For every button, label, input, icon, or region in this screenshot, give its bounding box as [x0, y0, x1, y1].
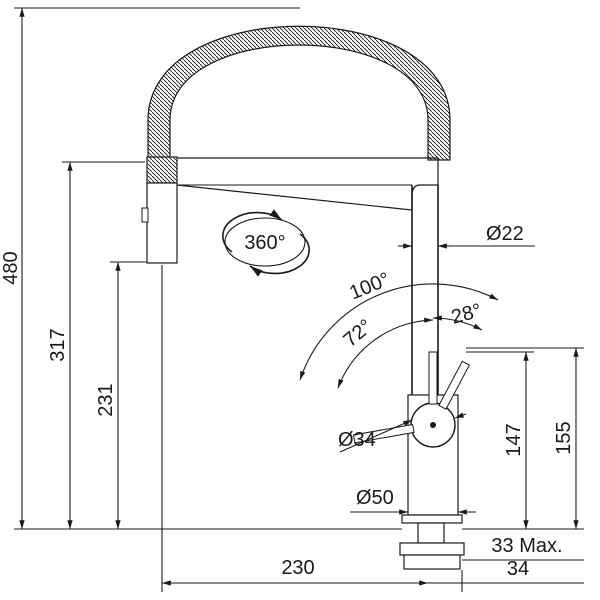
support-arm	[175, 157, 439, 211]
spring-hose	[147, 25, 451, 161]
base-width-label: 34	[507, 558, 529, 580]
base-flange	[401, 514, 463, 524]
rotation-label: 360°	[244, 232, 285, 254]
spout-height-label: 317	[47, 328, 69, 361]
base-diameter-label: Ø50	[356, 487, 394, 509]
dimension-labels: 480 317 231 230 147 155 34 33 Max. Ø22 Ø…	[0, 223, 575, 580]
mounting-shank	[417, 522, 445, 544]
outlet-height-label: 231	[95, 383, 117, 416]
hose-diameter-label: Ø22	[486, 223, 524, 245]
reach-label: 230	[281, 557, 314, 579]
rotation-symbol	[224, 217, 306, 267]
dimension-lines	[14, 7, 584, 592]
faucet-outline	[141, 25, 471, 570]
lever-position-left	[352, 423, 415, 444]
max-thickness-label: 33 Max.	[491, 535, 562, 557]
angle-small-label: 28°	[449, 300, 484, 329]
handle-diameter-label: Ø34	[338, 429, 376, 451]
lever-vertical	[428, 351, 438, 405]
total-height-label: 480	[0, 251, 22, 284]
body-height-label: 155	[553, 421, 575, 454]
mounting-nut	[399, 542, 465, 556]
angle-mid-label: 72°	[339, 315, 376, 351]
spray-handle	[146, 182, 178, 264]
lever-height-label: 147	[503, 423, 525, 456]
